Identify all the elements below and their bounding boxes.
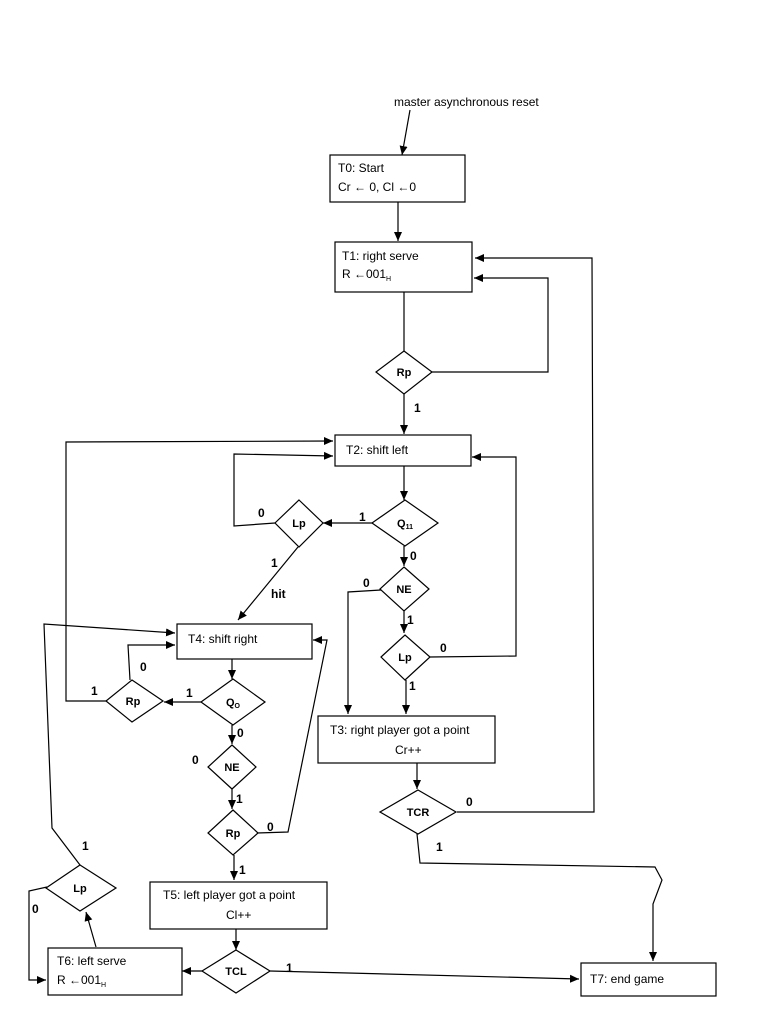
decision-q0-label: QO <box>226 697 241 710</box>
state-t0-action: Cr ← 0, Cl ←0 <box>338 180 416 194</box>
label-tcl-yes: 1 <box>286 961 293 975</box>
decision-rp-left: Rp <box>105 679 165 723</box>
label-q0-yes: 1 <box>186 686 193 700</box>
state-t6-action: R ←001H <box>57 973 106 989</box>
edge-lp-loop-t2 <box>233 451 334 527</box>
label-lp-t6-no: 0 <box>32 902 39 916</box>
label-q11-yes: 1 <box>359 510 366 524</box>
label-rp-left-yes: 1 <box>91 684 98 698</box>
state-t1-title: T1: right serve <box>342 249 419 263</box>
decision-lp-right: Lp <box>380 634 431 681</box>
state-t1-action: R ←001H <box>342 267 391 283</box>
reset-label: master asynchronous reset <box>394 95 539 109</box>
decision-ne-left-label: NE <box>224 762 239 774</box>
label-lp-right-yes: 1 <box>409 679 416 693</box>
edge-t6-lp <box>84 911 97 948</box>
state-t5-title: T5: left player got a point <box>163 888 296 902</box>
decision-ne-left: NE <box>207 744 257 790</box>
state-t4: T4: shift right <box>176 623 313 660</box>
edge-tcr-t7 <box>416 833 663 961</box>
decision-lp-t6-label: Lp <box>73 883 87 895</box>
decision-rp-t4: Rp <box>207 809 259 856</box>
edge-ne-t3 <box>344 589 382 714</box>
decision-rp-serve-label: Rp <box>397 367 412 379</box>
state-t6-title: T6: left serve <box>57 954 127 968</box>
label-rp-t4-yes: 1 <box>239 863 246 877</box>
state-t2: T2: shift left <box>334 434 472 467</box>
state-t3-title: T3: right player got a point <box>330 723 470 737</box>
label-lp-right-no: 0 <box>440 641 447 655</box>
label-rp-left-no: 0 <box>140 660 147 674</box>
decision-tcl-label: TCL <box>225 966 247 978</box>
label-rp1-yes: 1 <box>414 401 421 415</box>
state-t6-action-sub: H <box>101 982 106 989</box>
decision-q11: Q11 <box>370 499 440 547</box>
decision-lp-t6: Lp <box>44 864 118 912</box>
state-t6-action-main: R ←001 <box>57 973 101 987</box>
label-ne-left-yes: 1 <box>236 792 243 806</box>
label-ne-right-no: 0 <box>363 576 370 590</box>
state-t5: T5: left player got a point Cl++ <box>149 881 328 930</box>
decision-lp-right-label: Lp <box>398 652 412 664</box>
edge-lp-hit-t4 <box>237 546 299 621</box>
connectors <box>28 109 663 984</box>
decision-rp-serve: Rp <box>375 350 433 395</box>
decision-tcl: TCL <box>200 949 272 994</box>
edge-tcl-t7 <box>269 970 580 983</box>
label-tcr-no: 0 <box>466 795 473 809</box>
state-t1: T1: right serve R ←001H <box>334 241 473 293</box>
state-t0-title: T0: Start <box>338 161 385 175</box>
state-t1-action-main: R ←001 <box>342 267 386 281</box>
state-t7-title: T7: end game <box>590 972 664 986</box>
decision-rp-t4-label: Rp <box>226 828 241 840</box>
decision-tcr-label: TCR <box>407 807 430 819</box>
label-ne-left-no: 0 <box>192 753 199 767</box>
decision-rp-left-label: Rp <box>126 696 141 708</box>
label-ne-right-yes: 1 <box>407 613 414 627</box>
state-t3: T3: right player got a point Cr++ <box>317 715 496 764</box>
edge-lp-t6 <box>28 886 48 984</box>
state-t2-title: T2: shift left <box>346 443 409 457</box>
decision-q0: QO <box>199 678 267 726</box>
state-t0: T0: Start Cr ← 0, Cl ←0 <box>329 154 466 203</box>
decision-ne-right: NE <box>379 566 430 612</box>
edge-labels: master asynchronous reset 1 1 0 0 1 hit … <box>32 95 539 975</box>
state-t7: T7: end game <box>580 962 717 997</box>
edge-rp-loop-t4 <box>127 641 175 681</box>
label-hit: hit <box>271 587 286 601</box>
decision-tcr: TCR <box>378 789 458 835</box>
label-q0-no: 0 <box>237 726 244 740</box>
label-lp-t2-yes: 1 <box>271 556 278 570</box>
edge-rp-t4-right <box>256 636 328 834</box>
edge-tcr-t1 <box>457 254 595 813</box>
state-t6: T6: left serve R ←001H <box>47 947 183 996</box>
decision-q11-label: Q11 <box>397 518 413 531</box>
label-tcr-yes: 1 <box>436 840 443 854</box>
state-t3-action: Cr++ <box>395 743 422 757</box>
edge-reset <box>399 109 411 156</box>
decision-ne-right-label: NE <box>396 584 411 596</box>
label-q11-no: 0 <box>410 549 417 563</box>
label-lp-t6-yes: 1 <box>82 839 89 853</box>
decision-q0-main: Q <box>226 697 235 709</box>
label-rp-t4-no: 0 <box>267 820 274 834</box>
state-t1-action-sub: H <box>386 276 391 283</box>
decision-q11-main: Q <box>397 518 406 530</box>
label-lp-t2-no: 0 <box>258 506 265 520</box>
state-t5-action: Cl++ <box>226 908 251 922</box>
decision-q0-sub: O <box>235 703 241 710</box>
edge-rp-loop-t1 <box>432 274 549 373</box>
state-t4-title: T4: shift right <box>188 632 258 646</box>
decision-lp-t2-label: Lp <box>292 518 306 530</box>
edge-rp-t2-left <box>65 437 334 702</box>
decision-q11-sub: 11 <box>406 524 414 531</box>
edge-lp-right-loop-t2 <box>429 453 517 658</box>
edge-lp-t4-far-left <box>43 623 176 866</box>
decision-lp-t2: Lp <box>274 499 324 548</box>
